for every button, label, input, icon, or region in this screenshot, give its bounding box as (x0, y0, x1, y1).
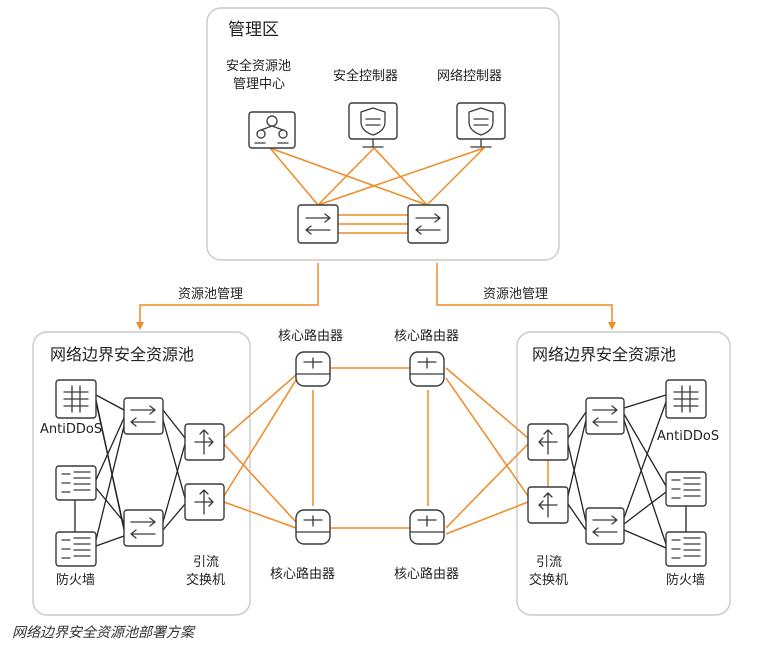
core-router-label-top-left: 核心路由器 (278, 328, 343, 344)
right-switch-top[interactable] (585, 397, 625, 435)
left-diversion-label-line1: 引流 (193, 555, 219, 570)
left-switch-bottom[interactable] (123, 509, 164, 547)
left-switch-top[interactable] (123, 397, 164, 435)
right-firewall-label: 防火墙 (666, 572, 705, 588)
core-router-label-bottom-left: 核心路由器 (270, 566, 335, 582)
left-pool-title: 网络边界安全资源池 (50, 345, 194, 364)
core-router-top-right[interactable] (409, 351, 445, 387)
core-router-bottom-left[interactable] (295, 509, 331, 545)
right-firewall-top-device[interactable] (665, 471, 707, 507)
left-pool-links (74, 394, 186, 547)
pool-management-links (136, 263, 616, 330)
core-router-label-top-right: 核心路由器 (394, 328, 459, 344)
right-diversion-switch-bottom[interactable] (527, 486, 569, 524)
core-router-top-left[interactable] (295, 351, 331, 387)
left-antiddos-label: AntiDDoS (40, 422, 102, 437)
right-pool-links (567, 394, 687, 549)
mgmt-switch-right[interactable] (407, 204, 449, 244)
right-antiddos-device[interactable] (665, 379, 707, 419)
right-diversion-switch-top[interactable] (527, 423, 569, 461)
left-diversion-label-line2: 交换机 (186, 572, 225, 588)
right-diversion-label-line1: 引流 (536, 555, 562, 570)
security-controller-label: 安全控制器 (333, 68, 398, 84)
mgmt-switch-left[interactable] (297, 204, 339, 244)
pool-center-label-line2: 管理中心 (233, 77, 285, 92)
right-diversion-label-line2: 交换机 (529, 572, 568, 588)
management-zone-title: 管理区 (228, 20, 279, 40)
pool-center-label-line1: 安全资源池 (226, 58, 291, 74)
security-controller[interactable] (348, 102, 398, 148)
left-diversion-switch-bottom[interactable] (184, 483, 225, 521)
core-router-label-bottom-right: 核心路由器 (394, 566, 459, 582)
right-antiddos-label: AntiDDoS (657, 429, 719, 444)
core-router-bottom-right[interactable] (409, 509, 445, 545)
left-firewall-bottom-device[interactable] (55, 531, 97, 567)
left-diversion-switch-top[interactable] (184, 423, 225, 461)
left-firewall-top-device[interactable] (55, 465, 97, 501)
right-pool-title: 网络边界安全资源池 (532, 345, 676, 364)
network-controller-label: 网络控制器 (437, 68, 502, 84)
right-firewall-bottom-device[interactable] (665, 531, 707, 567)
network-controller[interactable] (456, 102, 506, 148)
left-firewall-label: 防火墙 (56, 572, 95, 588)
left-antiddos-device[interactable] (55, 379, 97, 419)
mgmt-links (269, 147, 485, 234)
pool-management-center[interactable] (248, 111, 296, 149)
core-links (223, 367, 549, 535)
pool-mgmt-label-left: 资源池管理 (178, 287, 243, 302)
pool-mgmt-label-right: 资源池管理 (483, 287, 548, 302)
diagram-caption: 网络边界安全资源池部署方案 (12, 625, 194, 641)
right-switch-bottom[interactable] (585, 507, 625, 545)
